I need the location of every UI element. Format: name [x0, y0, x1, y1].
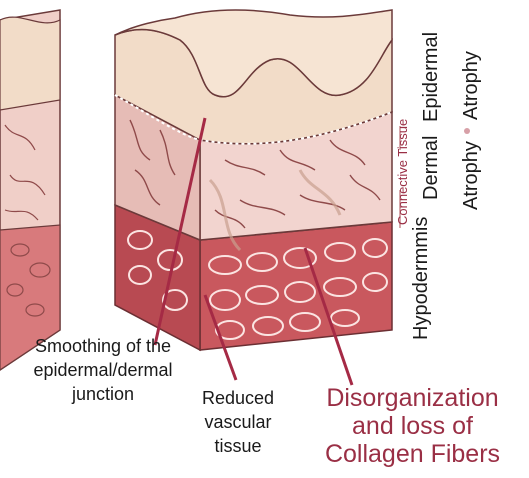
left-skin-block [0, 10, 60, 370]
hypodermis-label: Hypodermmis [410, 217, 433, 340]
title-fragment [242, 0, 251, 17]
connective-tissue-label: Connective Tissue [395, 119, 410, 225]
dermal-label: Dermal [420, 136, 443, 200]
atrophy-label-1: Atrophy [460, 51, 483, 120]
smoothing-label: Smoothing of the epidermal/dermal juncti… [18, 334, 188, 406]
reduced-vascular-label: Reduced vascular tissue [193, 386, 283, 458]
disorganization-label: Disorganization and loss of Collagen Fib… [300, 384, 525, 468]
epidermal-label: Epidermal [420, 32, 443, 122]
atrophy-label-2: Atrophy [460, 141, 483, 210]
separator-dot [464, 128, 470, 134]
aged-skin-block [115, 10, 392, 350]
